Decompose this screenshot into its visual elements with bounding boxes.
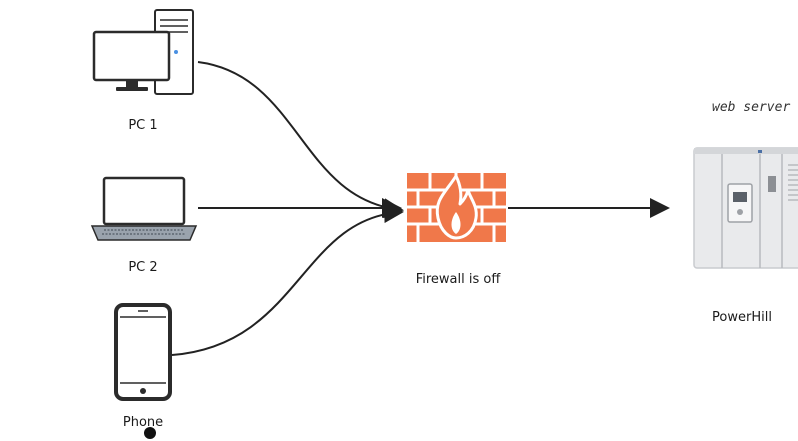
smartphone-icon bbox=[114, 303, 172, 401]
connector-phone-firewall bbox=[171, 203, 404, 356]
laptop-icon bbox=[90, 176, 198, 241]
label-powerhill: PowerHill bbox=[712, 310, 772, 325]
firewall-brick-icon bbox=[407, 173, 506, 242]
label-phone: Phone bbox=[122, 415, 164, 430]
label-firewall: Firewall is off bbox=[415, 272, 501, 287]
server-cabinet-icon bbox=[693, 147, 798, 269]
label-web-server: web server bbox=[712, 100, 791, 115]
bullet-point bbox=[144, 427, 156, 439]
connector-pc1-firewall bbox=[197, 61, 404, 219]
label-pc2: PC 2 bbox=[128, 260, 158, 275]
label-pc1: PC 1 bbox=[128, 118, 158, 133]
desktop-computer-icon bbox=[92, 9, 194, 95]
